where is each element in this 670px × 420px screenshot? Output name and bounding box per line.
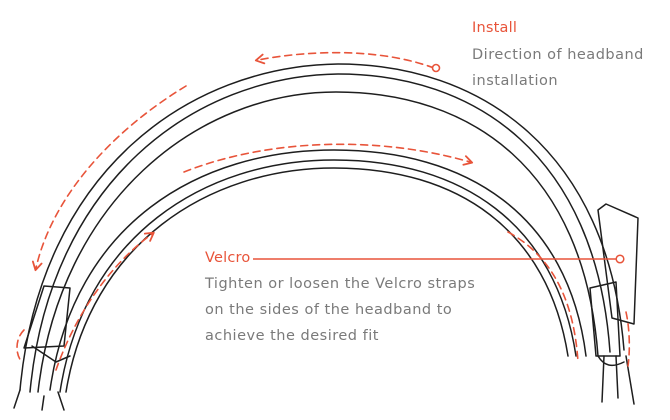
velcro-leader (252, 254, 625, 264)
install-arrow-inner (183, 143, 474, 173)
install-arrow-left-end (16, 329, 25, 363)
inner-band-edge (49, 149, 587, 391)
inner-band-thin-edge (65, 167, 569, 393)
install-description-line: Direction of headband (472, 47, 644, 63)
install-label: Install (472, 20, 518, 36)
install-description: Direction of headband installation (472, 42, 644, 94)
install-description-line: installation (472, 73, 559, 89)
outer-band-inner-edge (29, 73, 611, 393)
install-arrow-right (507, 231, 579, 363)
right-end-block (589, 281, 621, 357)
middle-band-edge (37, 91, 599, 393)
install-arrow-left (31, 85, 187, 272)
inner-band-inner-edge (59, 159, 577, 393)
headband-outline (13, 63, 639, 411)
right-strap (601, 355, 635, 405)
outer-band-edge (19, 63, 625, 391)
install-arrows (16, 51, 631, 371)
right-strap-join (597, 355, 625, 367)
left-strap-join (31, 345, 71, 363)
velcro-description: Tighten or loosen the Velcro straps on t… (205, 271, 475, 349)
install-arrow-right-end (625, 311, 631, 367)
right-buckle (597, 203, 639, 325)
left-end-block (23, 285, 71, 349)
left-strap (13, 389, 65, 411)
install-arrow-left-inner (55, 231, 155, 371)
velcro-point-dot (615, 254, 625, 264)
velcro-description-line: on the sides of the headband to (205, 302, 453, 318)
velcro-description-line: achieve the desired fit (205, 328, 379, 344)
velcro-description-line: Tighten or loosen the Velcro straps (205, 276, 476, 292)
install-start-dot (431, 63, 441, 73)
velcro-label: Velcro (205, 250, 254, 266)
install-arrow-top (254, 51, 435, 69)
